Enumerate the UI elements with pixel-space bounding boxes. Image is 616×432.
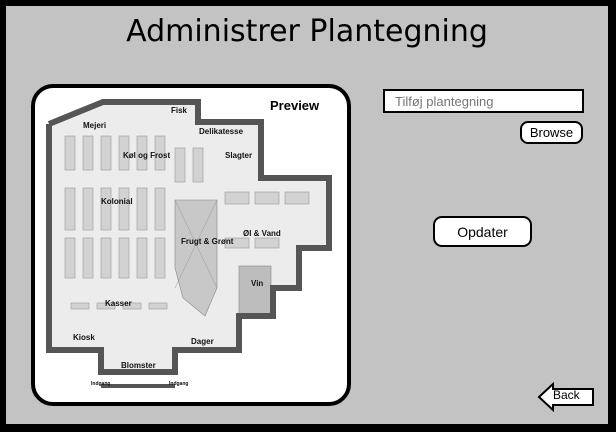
update-button[interactable]: Opdater	[433, 216, 532, 247]
section-slagter: Slagter	[225, 151, 252, 160]
back-button[interactable]: Back	[537, 382, 595, 412]
section-fisk: Fisk	[171, 106, 188, 115]
back-arrow-icon	[537, 382, 594, 412]
back-label: Back	[553, 388, 580, 402]
section-indgang-right: Indgang	[169, 381, 188, 387]
floorplan-image: Mejeri Fisk Delikatesse Køl og Frost Sla…	[46, 99, 332, 388]
section-dager: Dager	[191, 337, 214, 346]
section-indgang-left: Indgang	[91, 381, 110, 387]
section-kolonial: Kolonial	[101, 197, 133, 206]
preview-label: Preview	[270, 98, 320, 113]
section-ol-vand: Øl & Vand	[243, 229, 281, 238]
section-mejeri: Mejeri	[83, 121, 106, 130]
floorplan-file-input[interactable]	[383, 89, 584, 113]
section-delikatesse: Delikatesse	[199, 127, 244, 136]
section-kol-frost: Køl og Frost	[123, 151, 170, 160]
browse-button[interactable]: Browse	[520, 121, 583, 144]
section-blomster: Blomster	[121, 361, 156, 370]
app-window: Administrer Plantegning	[3, 3, 611, 427]
section-kasser: Kasser	[105, 299, 132, 308]
section-frugt-gront: Frugt & Grønt	[181, 237, 234, 246]
page-title: Administrer Plantegning	[126, 14, 488, 49]
section-vin: Vin	[251, 279, 263, 288]
section-kiosk: Kiosk	[73, 333, 95, 342]
floorplan-preview: Mejeri Fisk Delikatesse Køl og Frost Sla…	[31, 84, 351, 406]
